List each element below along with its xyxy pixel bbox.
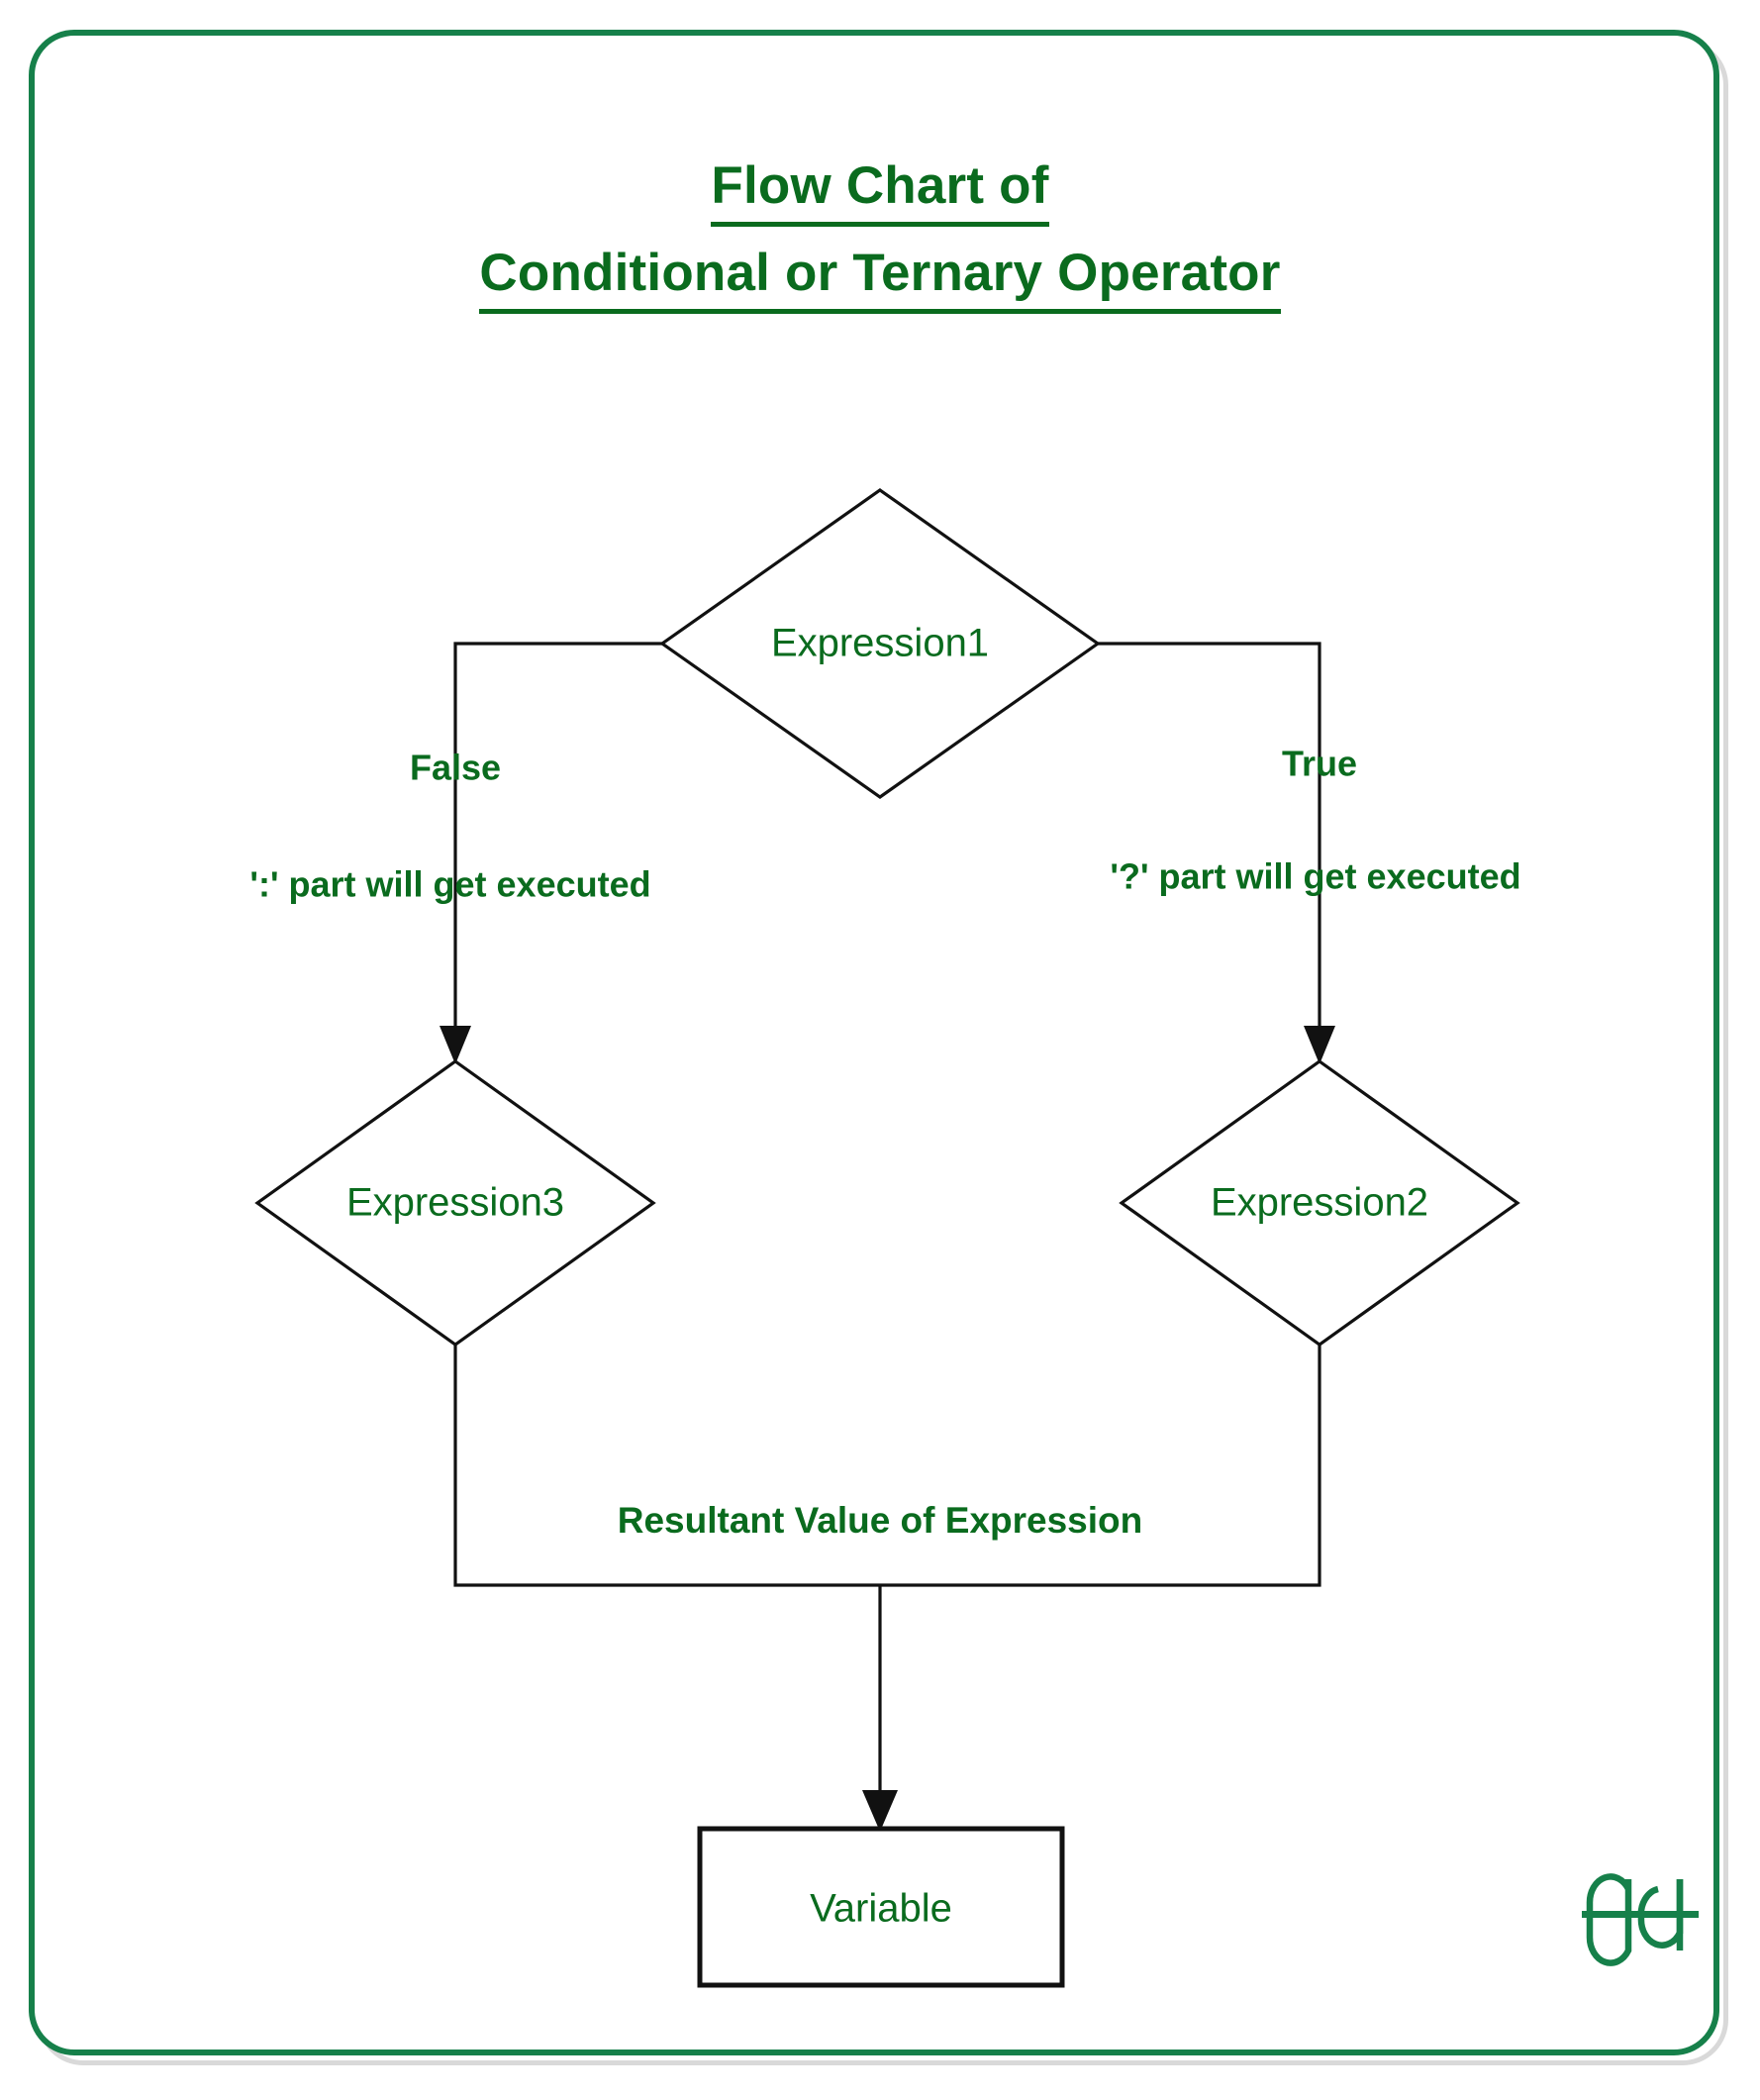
variable-label: Variable [810, 1887, 952, 1931]
node-expression2: Expression2 [1119, 1059, 1520, 1347]
edge-label-true-action: '?' part will get executed [1110, 856, 1520, 897]
edge-expression1-to-expression2 [1098, 642, 1335, 1064]
expression1-label: Expression1 [771, 622, 989, 665]
merge-result-label: Resultant Value of Expression [618, 1500, 1142, 1541]
expression2-label: Expression2 [1211, 1181, 1428, 1225]
node-expression1: Expression1 [659, 488, 1101, 799]
edge-expression1-to-expression3 [440, 642, 662, 1064]
variable-box-shape [697, 1826, 1065, 1988]
geeksforgeeks-logo [1582, 1873, 1699, 1966]
false-branch-arrowhead [440, 1026, 471, 1064]
merge-connector-bar [453, 1345, 1321, 1587]
page-title-line-1: Flow Chart of [711, 153, 1049, 227]
node-variable: Variable [697, 1826, 1065, 1988]
edge-merge-to-variable [862, 1585, 898, 1832]
geeksforgeeks-logo-bar [1582, 1911, 1699, 1918]
page-title-line-2: Conditional or Ternary Operator [479, 241, 1281, 314]
node-expression3: Expression3 [254, 1059, 656, 1347]
true-branch-arrowhead [1304, 1026, 1335, 1064]
false-branch-connector-line [453, 642, 662, 1047]
edge-label-true: True [1282, 744, 1357, 784]
edge-label-false: False [410, 748, 501, 788]
true-branch-connector-line [1098, 642, 1321, 1047]
page-title: Flow Chart of Conditional or Ternary Ope… [0, 153, 1760, 314]
expression3-label: Expression3 [346, 1181, 564, 1225]
page-frame-border [29, 30, 1719, 2055]
expression1-diamond-shape [659, 488, 1101, 799]
edge-label-false-action: ':' part will get executed [249, 864, 650, 905]
variable-arrowhead [862, 1790, 898, 1832]
